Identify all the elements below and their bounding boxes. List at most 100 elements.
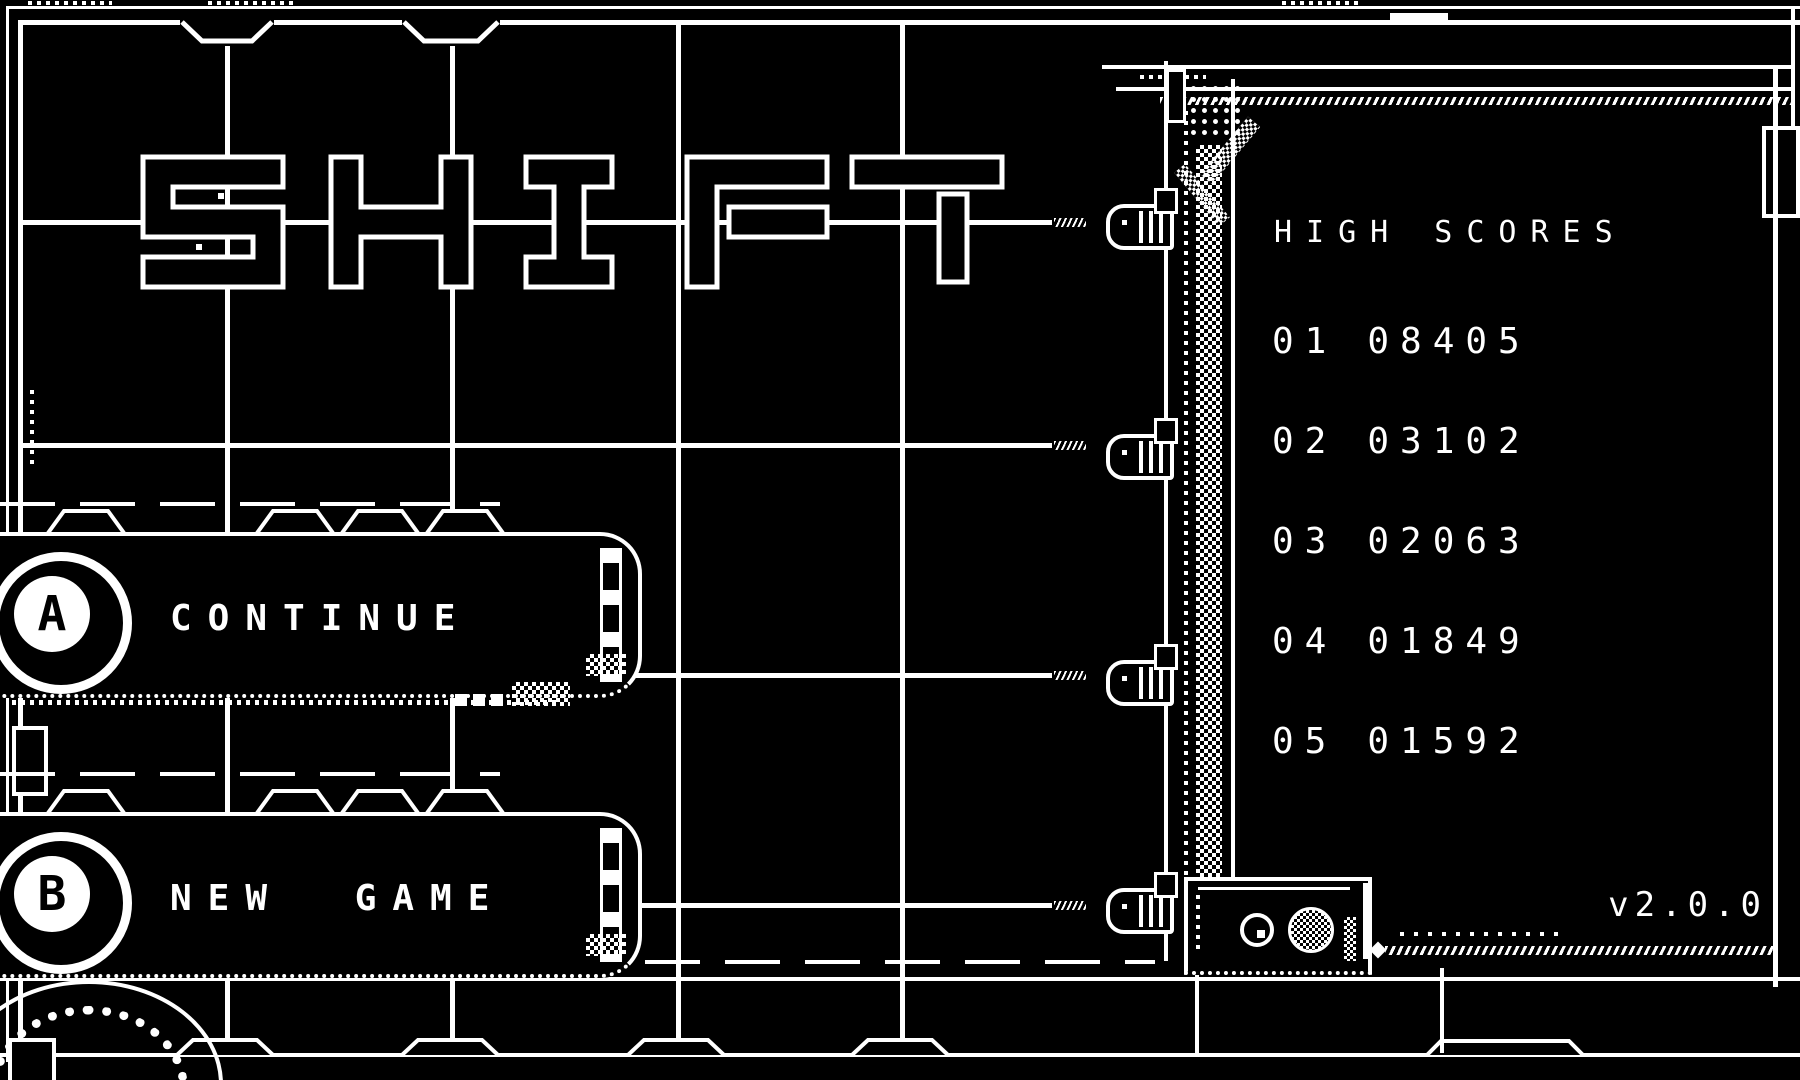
panel-left-contour [1164,61,1168,961]
divider-block [491,694,503,706]
button-stud [425,789,505,813]
letter-f-bar [726,204,830,240]
letter-s [140,154,286,290]
panel-diamond [1369,941,1387,959]
cartridge-small-circle-icon [1240,913,1274,947]
panel-checker-band [1196,145,1222,958]
panel-zigzag [1385,946,1775,955]
button-cap-dashes [0,502,500,506]
letter-i [523,154,615,290]
button-cap-dashes [0,772,500,776]
score-rank: 04 [1272,621,1338,662]
button-stud [46,509,126,533]
high-scores-panel: HIGH SCORES 01 08405 02 03102 03 02063 04 01… [1100,55,1795,990]
score-value: 01592 [1367,721,1531,762]
button-a-icon: A [0,552,132,694]
panel-support [1440,968,1444,1053]
letter-t-stem [936,191,970,285]
frame-socket [12,726,48,796]
cartridge-side-bar [1363,883,1371,959]
cartridge-decoration [1184,877,1372,975]
score-rank: 05 [1272,721,1338,762]
score-rank: 02 [1272,421,1338,462]
divider-dots [12,700,557,705]
score-value: 02063 [1367,521,1531,562]
letter-t [849,154,1005,190]
letter-h [328,154,474,290]
cartridge-big-circle-icon [1288,907,1334,953]
bolt-step [1154,872,1178,898]
bolt-step [1154,418,1178,444]
score-value: 08405 [1367,321,1531,362]
score-row: 05 01592 [1272,721,1531,762]
game-title-logo [140,154,1005,290]
version-label: v2.0.0 [1608,885,1767,925]
panel-dot-patch [1188,83,1242,141]
button-stud [255,509,335,533]
button-a-key: A [37,586,67,642]
button-stud [425,509,505,533]
button-stud [340,789,420,813]
score-row: 03 02063 [1272,521,1531,562]
panel-top-line [1116,87,1795,91]
frame-step [1390,13,1448,20]
panel-top-line [1102,65,1793,69]
frame-dots [1282,1,1362,5]
panel-dotted-column [1184,111,1188,956]
frame-bottom-upper [0,977,1800,981]
divider-block [473,694,485,706]
panel-support [1195,968,1199,1053]
button-corner-hatch [586,654,626,676]
divider-hatch [512,682,570,706]
score-value: 01849 [1367,621,1531,662]
panel-right-border [1773,65,1778,987]
cartridge-dots [1196,895,1200,953]
panel-inner-border [1231,79,1235,959]
score-row: 04 01849 [1272,621,1531,662]
button-corner-hatch [586,934,626,956]
new-game-button[interactable]: B NEW GAME [0,812,642,978]
score-rank: 03 [1272,521,1338,562]
button-stud [46,789,126,813]
grid-hline [20,441,1086,450]
new-game-label: NEW GAME [170,878,506,919]
button-edge-decoration [600,548,622,682]
score-row: 01 08405 [1272,321,1531,362]
frame-bump [626,1038,726,1055]
frame-top-inner [18,20,182,25]
frame-bottom-lower [0,1053,1800,1057]
panel-zigzag [1160,97,1793,105]
frame-top-outer [6,6,1800,9]
button-stud [340,509,420,533]
continue-label: CONTINUE [170,598,472,639]
gear-decoration [0,980,230,1080]
frame-notch [402,20,500,46]
high-scores-heading: HIGH SCORES [1274,215,1627,250]
frame-notch [180,20,274,46]
bolt-step [1154,644,1178,670]
divider-block [455,694,467,706]
score-value: 03102 [1367,421,1531,462]
bolt-step [1154,188,1178,214]
frame-right-outer [1791,6,1795,186]
button-b-key: B [37,866,67,922]
frame-platform [1425,1039,1585,1055]
grid-hline [20,218,1086,227]
continue-button[interactable]: A CONTINUE [0,532,642,698]
frame-dots [28,1,112,5]
letter-f [684,154,830,290]
grid-vline [900,24,905,1052]
frame-dots [208,1,296,5]
score-rank: 01 [1272,321,1338,362]
frame-bump [400,1038,500,1055]
button-stud [255,789,335,813]
grid-vline [676,24,681,1052]
cartridge-line [1198,887,1350,890]
button-b-icon: B [0,832,132,974]
score-row: 02 03102 [1272,421,1531,462]
button-edge-decoration [600,828,622,962]
frame-top-inner [272,20,404,25]
cartridge-hatch [1344,917,1356,961]
frame-dots [30,390,34,465]
